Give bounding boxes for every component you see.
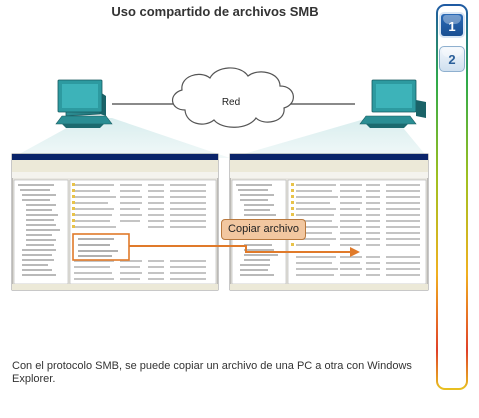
copy-arrow xyxy=(129,245,360,257)
copy-file-label: Copiar archivo xyxy=(221,219,306,240)
step-navigation: 1 2 xyxy=(436,4,468,390)
step-1-button[interactable]: 1 xyxy=(439,12,465,38)
left-explorer-window xyxy=(11,153,219,291)
nav-rail-border xyxy=(436,4,468,390)
step-2-button[interactable]: 2 xyxy=(439,46,465,72)
caption-text: Con el protocolo SMB, se puede copiar un… xyxy=(12,360,412,385)
left-pc-beam xyxy=(12,118,230,158)
left-pc-icon xyxy=(55,79,113,128)
network-cloud-icon xyxy=(172,67,294,128)
page-title: Uso compartido de archivos SMB xyxy=(111,4,319,19)
right-pc-icon xyxy=(359,79,426,128)
network-label: Red xyxy=(221,97,241,108)
